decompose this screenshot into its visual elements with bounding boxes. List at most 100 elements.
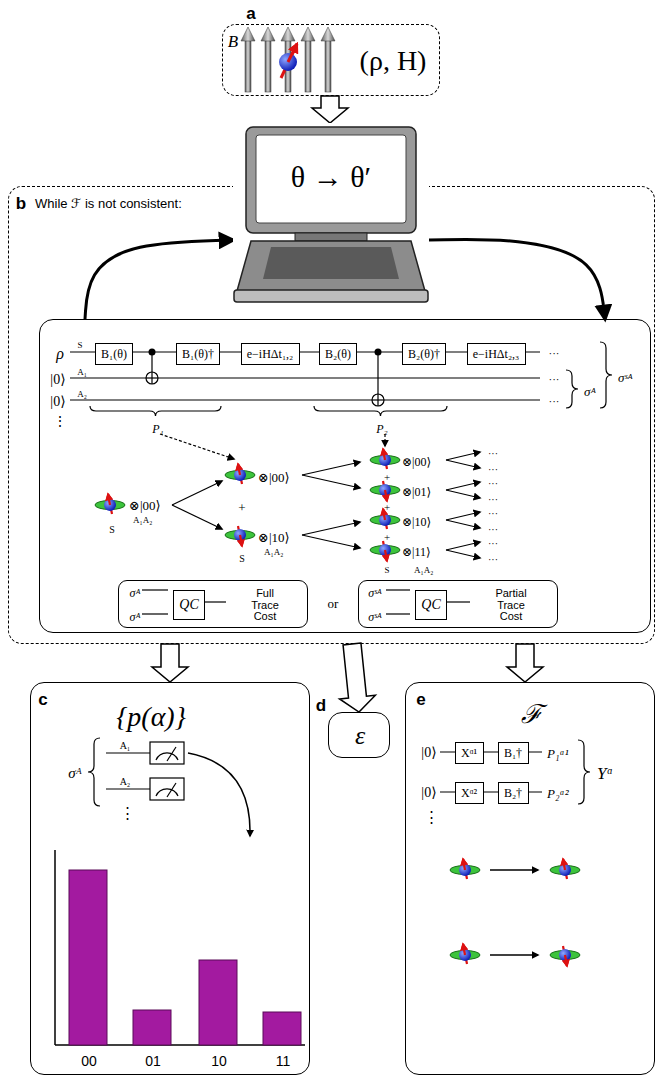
spin	[225, 464, 255, 484]
field-arrow	[325, 40, 331, 92]
panel: eℱ|0⟩|0⟩P₁ᵅ¹P₂ᵅ²⋮YᵅXᵅ¹B₁†Xᵅ²B₂†	[405, 682, 655, 1075]
spin	[370, 481, 400, 501]
label: S	[384, 566, 389, 575]
label: QC	[421, 598, 440, 612]
spin-arrow	[238, 464, 240, 475]
label: |0⟩	[50, 373, 65, 387]
gate-box: B₁(θ)†	[176, 343, 220, 365]
label: B₁†	[504, 747, 522, 759]
feedback-arrow	[85, 240, 233, 319]
label: 10	[211, 1054, 227, 1068]
label: {p(α)}	[116, 703, 186, 731]
meter-needle	[167, 783, 176, 797]
field-arrow	[305, 40, 311, 92]
branch-arrow	[302, 522, 360, 535]
label: ⊗|10⟩	[258, 531, 290, 544]
label: ···	[488, 525, 498, 535]
label: P₂ᵅ²	[547, 787, 569, 800]
gate-box: B₂(θ)	[319, 343, 357, 365]
branch-arrow	[302, 535, 360, 548]
dashed-arrow	[160, 434, 234, 459]
label: ···	[549, 396, 560, 407]
gate-box: e−iHΔt₁,₂	[241, 343, 300, 365]
block-arrow	[152, 644, 188, 682]
output-wire	[446, 601, 470, 602]
gate-box: B₁(θ)	[95, 343, 133, 365]
label: A₁A₂	[133, 516, 152, 525]
branch-arrow	[446, 520, 480, 528]
label: |0⟩	[50, 395, 65, 409]
field-arrow	[261, 27, 275, 41]
label: +	[238, 501, 245, 514]
spin	[450, 859, 480, 879]
branch-arrow	[302, 462, 360, 475]
label: |0⟩	[421, 746, 436, 760]
block-arrow	[507, 644, 543, 682]
histogram-bar	[199, 960, 237, 1045]
qubit-wire	[106, 788, 150, 789]
transition-arrow	[490, 954, 538, 956]
field-arrow	[245, 40, 251, 92]
brace	[566, 370, 578, 408]
label: b	[16, 195, 26, 212]
label: σˢᴬ	[618, 371, 633, 384]
branch-arrow	[172, 481, 222, 505]
label: B₁(θ)†	[182, 348, 214, 360]
feedback-arrow	[429, 239, 605, 319]
label: ⋮	[120, 806, 135, 821]
qubit-wire	[142, 589, 168, 590]
computer-drawing	[233, 123, 429, 306]
block-arrow	[340, 643, 376, 712]
gate-box: Xᵅ¹	[455, 742, 484, 764]
qubit-wire	[70, 399, 540, 400]
label: or	[328, 597, 339, 610]
qubit-wire	[142, 613, 168, 614]
label: a	[246, 5, 255, 22]
label: S	[109, 525, 115, 535]
label: ···	[549, 374, 560, 385]
gate-box: B₂†	[498, 782, 529, 804]
label: A₁	[77, 368, 87, 377]
label: B₂(θ)†	[408, 348, 440, 360]
label: Xᵅ²	[461, 787, 477, 799]
label: d	[316, 697, 326, 714]
branch-arrow	[446, 550, 480, 558]
screen	[256, 135, 406, 223]
qubit-wire	[70, 377, 540, 378]
cnot-target	[377, 394, 378, 406]
label: ε	[355, 723, 365, 749]
label: P₁ᵅ¹	[547, 747, 569, 760]
cnot-wire	[377, 352, 378, 400]
label: ρ	[56, 346, 64, 362]
qc-box: QC	[415, 590, 447, 620]
qubit-wire	[386, 613, 410, 614]
qubit-wire	[386, 589, 410, 590]
label: Yᵅ	[597, 765, 613, 782]
field-arrow	[281, 27, 295, 41]
brace	[314, 406, 447, 416]
cost-box: σˢᴬσˢᴬPartial Trace CostQC	[358, 580, 558, 628]
cost-box: σᴬσᴬFull Trace CostQC	[118, 580, 308, 628]
spin	[550, 859, 580, 879]
gate-box: e−iHΔt₂,₃	[467, 343, 526, 365]
cnot-target	[372, 394, 384, 406]
axis	[54, 850, 56, 1045]
label: ℱ	[521, 702, 542, 728]
meter-arc	[156, 789, 178, 796]
label: ···	[488, 539, 498, 549]
label: ···	[549, 348, 560, 359]
label: θ → θ′	[291, 162, 371, 192]
spin	[370, 449, 400, 469]
label: B₂†	[504, 787, 522, 799]
label: QC	[179, 598, 198, 612]
label: ···	[488, 465, 498, 475]
hinge	[295, 233, 367, 241]
spin-arrow	[240, 535, 242, 546]
laptop-base	[237, 241, 425, 291]
branch-arrow	[446, 482, 480, 490]
field-arrow	[265, 40, 271, 92]
qc-box: QC	[173, 590, 205, 620]
label: +	[384, 532, 390, 543]
laptop-edge	[234, 290, 428, 302]
label: A₁A₂	[414, 566, 433, 575]
